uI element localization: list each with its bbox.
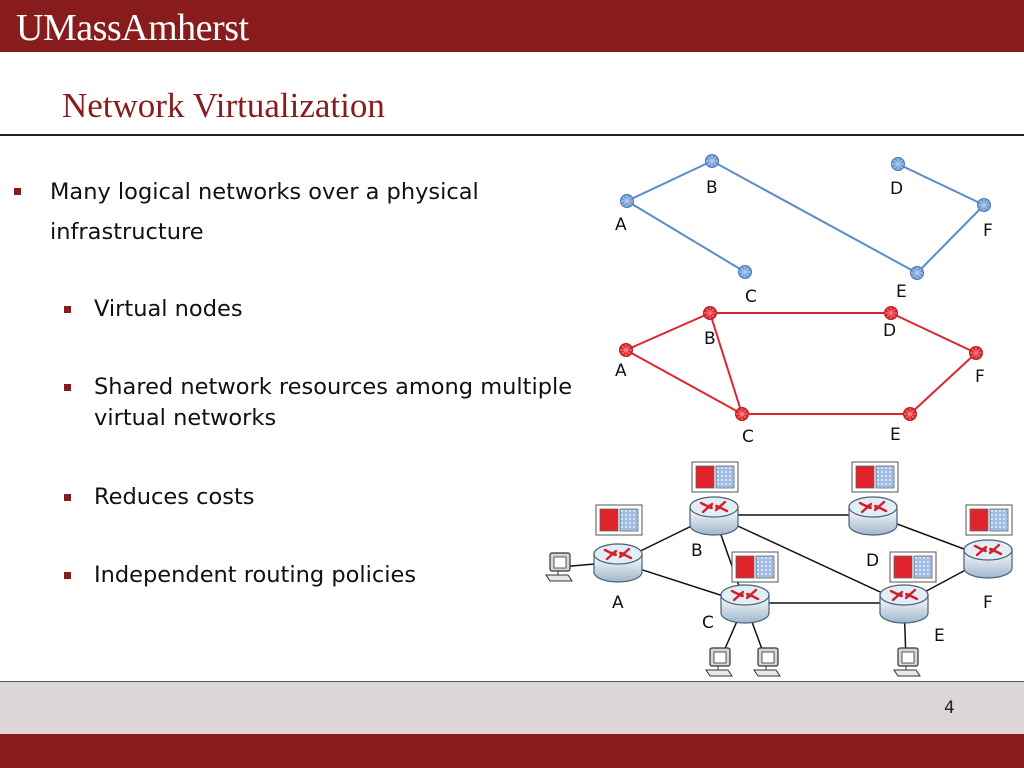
blue-node-e xyxy=(910,266,924,280)
red-link-a-b xyxy=(625,312,711,351)
red-label-a: A xyxy=(615,361,627,381)
sub-bullet-reduces-costs: Reduces costs xyxy=(94,484,255,510)
footer-band xyxy=(0,682,1024,734)
virtual-slice-icon xyxy=(691,461,739,493)
blue-label-a: A xyxy=(615,215,627,235)
bullet-marker xyxy=(64,384,71,391)
blue-label-f: F xyxy=(983,221,993,241)
bullet-marker xyxy=(14,188,21,195)
physical-network: A B C D E F xyxy=(545,461,1014,677)
university-logo: UMassAmherst xyxy=(16,7,249,49)
virtual-slice-icon xyxy=(851,461,899,493)
host-computer-icon xyxy=(753,647,781,677)
network-diagram: A B C D E F A B C D E F xyxy=(545,154,1014,677)
host-computer-icon xyxy=(545,552,573,582)
red-link-a-c xyxy=(625,349,743,415)
phys-label-c: C xyxy=(702,613,714,633)
bullet-main: Many logical networks over a physical in… xyxy=(50,179,479,245)
blue-node-d xyxy=(891,157,905,171)
virtual-slice-icon xyxy=(965,504,1013,536)
blue-link-e-f xyxy=(916,204,985,274)
blue-node-c xyxy=(738,265,752,279)
host-computer-icon xyxy=(893,647,921,677)
red-node-f xyxy=(969,346,983,360)
footer-bar xyxy=(0,734,1024,768)
bullet-marker xyxy=(64,494,71,501)
red-node-c xyxy=(735,407,749,421)
red-link-d-f xyxy=(890,312,977,354)
phys-label-a: A xyxy=(612,593,624,613)
bullet-marker xyxy=(64,306,71,313)
bullet-marker xyxy=(64,572,71,579)
red-node-e xyxy=(903,407,917,421)
red-node-a xyxy=(619,343,633,357)
red-virtual-network: A B C D E F xyxy=(615,306,985,447)
sub-bullet-routing-policies: Independent routing policies xyxy=(94,562,417,588)
red-label-d: D xyxy=(883,321,896,341)
phys-link-b-e xyxy=(713,514,905,604)
router-c-icon xyxy=(719,583,771,625)
blue-link-a-c xyxy=(626,200,746,273)
blue-node-a xyxy=(620,194,634,208)
footer-divider xyxy=(0,681,1024,682)
red-label-c: C xyxy=(742,427,754,447)
phys-label-f: F xyxy=(983,593,993,613)
blue-label-d: D xyxy=(890,179,903,199)
phys-label-b: B xyxy=(691,541,703,561)
virtual-slice-icon xyxy=(595,504,643,536)
sub-bullet-virtual-nodes: Virtual nodes xyxy=(94,296,243,322)
router-a-icon xyxy=(592,542,644,584)
red-label-e: E xyxy=(890,425,901,445)
blue-node-b xyxy=(705,154,719,168)
red-node-d xyxy=(884,306,898,320)
blue-link-d-f xyxy=(897,163,985,206)
router-e-icon xyxy=(878,583,930,625)
blue-label-e: E xyxy=(896,282,907,302)
virtual-slice-icon xyxy=(889,551,937,583)
page-number: 4 xyxy=(944,698,955,718)
router-d-icon xyxy=(847,495,899,537)
blue-node-f xyxy=(977,198,991,212)
red-link-b-c xyxy=(709,312,743,415)
title-divider xyxy=(0,134,1024,136)
router-b-icon xyxy=(688,495,740,537)
blue-label-c: C xyxy=(745,287,757,307)
sub-bullet-shared-resources: Shared network resources among multiple … xyxy=(94,374,573,431)
red-label-b: B xyxy=(704,329,716,349)
router-f-icon xyxy=(962,538,1014,580)
phys-label-e: E xyxy=(934,626,945,646)
red-node-b xyxy=(703,306,717,320)
header-bar: UMassAmherst xyxy=(0,0,1024,52)
virtual-slice-icon xyxy=(731,551,779,583)
phys-label-d: D xyxy=(866,551,879,571)
blue-link-b-e xyxy=(711,160,918,274)
red-label-f: F xyxy=(975,367,985,387)
slide-title: Network Virtualization xyxy=(62,86,385,125)
blue-virtual-network: A B C D E F xyxy=(615,154,993,307)
blue-label-b: B xyxy=(706,178,718,198)
host-computer-icon xyxy=(705,647,733,677)
red-link-e-f xyxy=(909,352,977,415)
blue-link-a-b xyxy=(626,160,713,202)
